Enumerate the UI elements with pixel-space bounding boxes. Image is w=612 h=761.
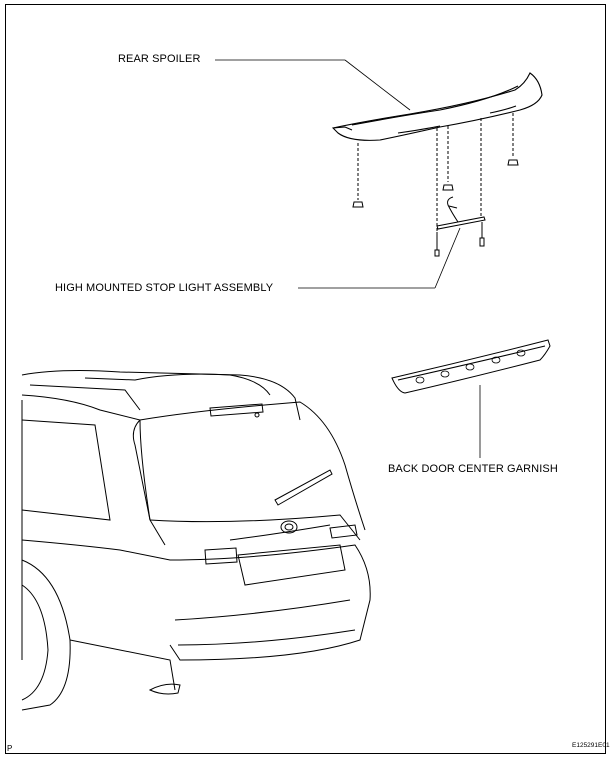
rear-spoiler-label: REAR SPOILER [118, 53, 201, 65]
vehicle-rear-illustration [21, 370, 371, 711]
leader-lines [215, 59, 481, 458]
diagram-frame [5, 4, 606, 754]
page-mark: P [7, 744, 13, 753]
rear-spoiler-part [331, 72, 543, 141]
stop-light-part [434, 196, 486, 257]
garnish-label: BACK DOOR CENTER GARNISH [388, 463, 558, 475]
figure-code: E125291E01 [572, 742, 610, 749]
back-door-garnish-part [391, 339, 551, 394]
fastener-dashed-lines [357, 113, 514, 240]
nut-icons [352, 159, 519, 208]
stop-light-label: HIGH MOUNTED STOP LIGHT ASSEMBLY [55, 282, 274, 294]
